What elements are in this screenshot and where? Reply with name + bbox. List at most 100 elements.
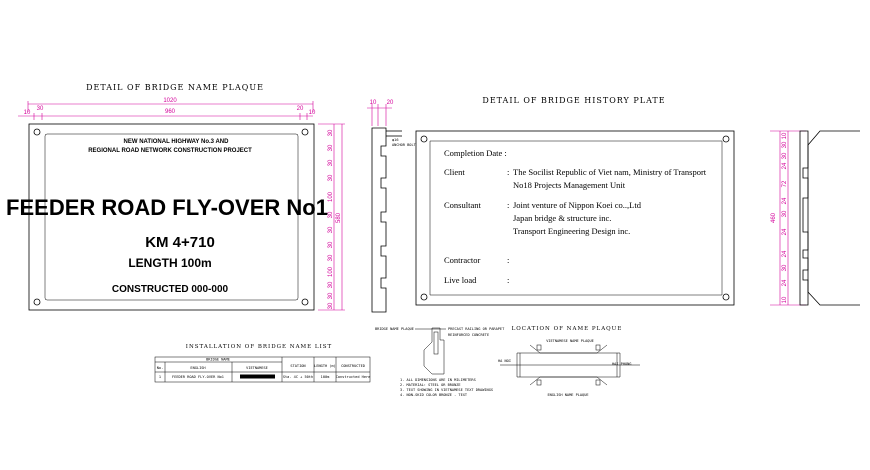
installation-group-header: BRIDGE NAME: [206, 358, 230, 362]
plaque-inner-border: [44, 133, 299, 301]
plaque-length: LENGTH 100m: [128, 256, 211, 270]
history-row-client-value-2: No18 Projects Management Unit: [513, 180, 626, 190]
hist-dim-0: 10: [782, 132, 788, 139]
mount-hole-bottom-left-icon: [33, 298, 41, 306]
history-row-consultant-sep: :: [507, 200, 509, 210]
td-station: Sta. 4C + 50th: [283, 375, 313, 379]
history-plate-inner-border: [429, 140, 723, 296]
history-row-consultant-value-2: Japan bridge & structure inc.: [513, 213, 611, 223]
dim-top-right-1: 20: [297, 106, 304, 112]
installation-table: [154, 356, 371, 383]
history-right-dimensions: 10 30 30 24 72 24 30 24 24 30 24 10 460: [770, 130, 806, 306]
plaque-header-line1: NEW NATIONAL HIGHWAY No.3 AND: [124, 139, 230, 145]
history-row-liveload-label: Live load: [444, 275, 477, 285]
history-row-client-sep: :: [507, 167, 509, 177]
hist-dim-7: 24: [782, 228, 788, 235]
history-row-consultant-label: Consultant: [444, 200, 481, 210]
hist-dim-9: 30: [782, 264, 788, 271]
history-row-client-value: The Socilist Republic of Viet nam, Minis…: [513, 167, 707, 177]
plaque-detail: DETAIL OF BRIDGE NAME PLAQUE 1020 10 30 …: [6, 83, 345, 311]
th-station: STATION: [290, 364, 305, 368]
dim-right-11: 30: [328, 292, 334, 299]
th-no: No.: [157, 366, 164, 370]
location-label-top: VIETNAMESE NAME PLAQUE: [546, 339, 594, 343]
note-concrete-label: REINFORCED CONCRETE: [448, 333, 489, 337]
installation-list-title: INSTALLATION OF BRIDGE NAME LIST: [186, 344, 332, 350]
dim-right-9: 100: [328, 266, 334, 277]
hist-dim-4: 72: [782, 180, 788, 187]
hist-dim-6: 30: [782, 210, 788, 217]
dim-right-2: 30: [328, 159, 334, 166]
history-hole-bottom-left-icon: [420, 293, 428, 301]
plaque-detail-title: DETAIL OF BRIDGE NAME PLAQUE: [86, 83, 264, 92]
history-plate-outer-border: [415, 130, 735, 306]
history-row-consultant-value: Joint venture of Nippon Koei co..,Ltd: [513, 200, 642, 210]
mount-hole-top-right-icon: [301, 128, 309, 136]
dim-right-12: 30: [328, 302, 334, 309]
hist-dim-11: 10: [782, 296, 788, 303]
hist-dim-2: 30: [782, 152, 788, 159]
dim-right-8: 30: [328, 254, 334, 261]
history-plate-profile: [799, 130, 809, 306]
dim-overall-width: 1020: [163, 98, 177, 104]
parapet-section: [423, 327, 445, 375]
th-constructed: CONSTRUCTED: [341, 364, 365, 368]
dim-right-6: 30: [328, 226, 334, 233]
dim-right-4: 100: [328, 191, 334, 202]
history-plate-side-view: 10 30 30 24 72 24 30 24 24 30 24 10 460: [770, 130, 860, 306]
dim-right-0: 30: [328, 129, 334, 136]
location-plaque-top-right: [595, 344, 601, 351]
plaque-top-dimensions: 1020 10 30 960 20 10: [18, 98, 316, 120]
plaque-profile: [371, 127, 387, 313]
th-vietnamese: VIETNAMESE: [246, 366, 268, 370]
location-label-right: HAI PHONG: [612, 362, 631, 366]
th-english: ENGLISH: [190, 366, 205, 370]
dim-top-right-2: 10: [309, 110, 316, 116]
section-dim-1: 10: [370, 100, 377, 106]
plaque-km: KM 4+710: [145, 234, 215, 251]
dim-right-1: 30: [328, 144, 334, 151]
history-row-completion-label: Completion Date :: [444, 148, 507, 158]
plaque-right-dimensions: 30 30 30 30 100 30 30 30 30 100 30 30 30…: [318, 123, 345, 311]
section-dim-2: 20: [387, 100, 394, 106]
location-plaque-bottom-left: [536, 379, 542, 386]
plaque-constructed: CONSTRUCTED 000-000: [112, 284, 229, 295]
note-plaque-mount: [433, 331, 439, 355]
history-hole-bottom-right-icon: [722, 293, 730, 301]
note-plaque-label: BRIDGE NAME PLAQUE: [375, 327, 414, 331]
hist-dim-8: 24: [782, 250, 788, 257]
td-no: 1: [159, 375, 161, 379]
dim-top-left-2: 30: [37, 106, 44, 112]
dim-plaque-height: 580: [336, 212, 342, 223]
history-plate-side-outline: [807, 130, 860, 306]
history-plate-detail: DETAIL OF BRIDGE HISTORY PLATE Completio…: [415, 96, 735, 306]
location-label-left: HA NOI: [498, 359, 511, 363]
note-item-2: 2. MATERIAL: STEEL OR BRONZE: [400, 383, 461, 387]
history-row-client-label: Client: [444, 167, 465, 177]
installation-notes: BRIDGE NAME PLAQUE PRECAST RAILING OR PA…: [375, 327, 505, 397]
dim-right-5: 30: [328, 211, 334, 218]
dim-right-10: 30: [328, 281, 334, 288]
mount-hole-bottom-right-icon: [301, 298, 309, 306]
history-row-contractor-sep: :: [507, 255, 509, 265]
history-row-liveload-sep: :: [507, 275, 509, 285]
installation-list: INSTALLATION OF BRIDGE NAME LIST BRIDGE …: [154, 344, 371, 383]
note-item-1: 1. ALL DIMENSIONS ARE IN MILIMETERS: [400, 378, 476, 382]
history-row-consultant-value-3: Transport Engineering Design inc.: [513, 226, 630, 236]
td-english: FEEDER ROAD FLY-OVER No1: [172, 375, 224, 379]
td-constructed: Constructed Here: [336, 375, 371, 379]
history-hole-top-left-icon: [420, 135, 428, 143]
location-label-bottom: ENGLISH NAME PLAQUE: [547, 393, 588, 397]
dim-right-7: 30: [328, 241, 334, 248]
hist-dim-1: 30: [782, 141, 788, 148]
note-parapet-label: PRECAST RAILING OR PARAPET: [448, 327, 505, 331]
section-anchor-label: ANCHOR BOLT: [392, 143, 417, 147]
plaque-bridge-name: FEEDER ROAD FLY-OVER No1: [6, 195, 328, 220]
mount-hole-top-left-icon: [33, 128, 41, 136]
plaque-header-line2: REGIONAL ROAD NETWORK CONSTRUCTION PROJE…: [88, 148, 252, 154]
th-length: LENGTH (m): [314, 364, 336, 368]
note-item-3: 3. TEXT SHOWING IN VIETNAMESE TEXT DRAWI…: [400, 388, 493, 392]
section-bolt-label: φ16: [392, 138, 399, 142]
location-plaque-bottom-right: [595, 379, 601, 386]
